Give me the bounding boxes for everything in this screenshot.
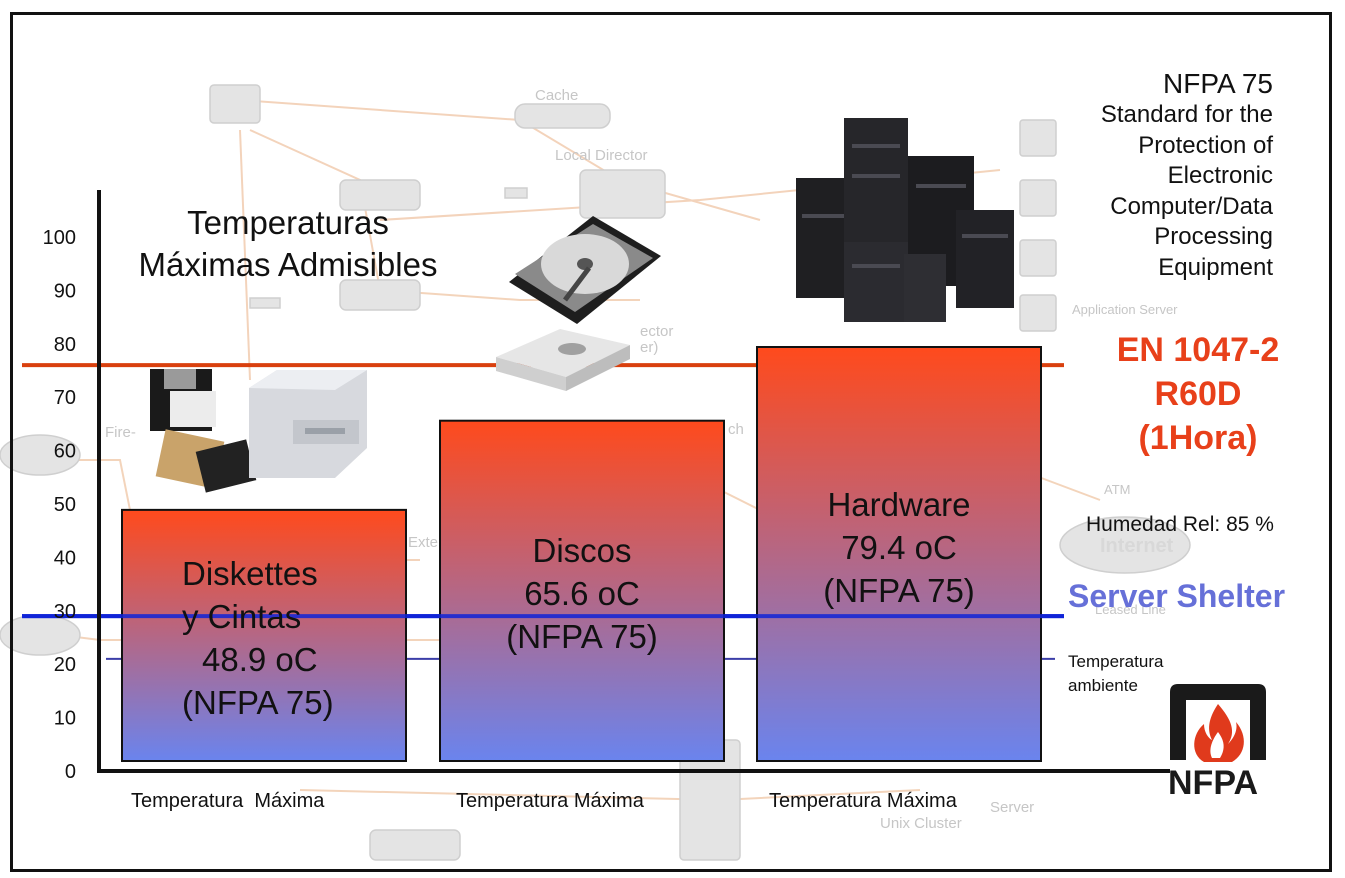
optical-drive-image <box>496 329 630 391</box>
y-tick-label: 50 <box>54 494 76 516</box>
hard-disk-image <box>509 216 661 324</box>
diagram-label-ch: ch <box>728 421 744 438</box>
en-label-line: R60D <box>1154 375 1242 413</box>
chart-title: Temperaturas Máximas Admisibles <box>118 202 458 286</box>
bar-label-line: Hardware <box>827 486 971 523</box>
y-tick-label: 40 <box>54 547 76 569</box>
nfpa-standard-text: NFPA 75 Standard for the Protection of E… <box>1101 68 1273 283</box>
chart-title-line-1: Temperaturas <box>187 204 389 241</box>
y-tick-label: 0 <box>65 761 76 783</box>
server-shelter-label: Server Shelter <box>1068 578 1286 614</box>
x-tick-label: Temperatura Máxima <box>131 790 325 812</box>
y-tick-label: 80 <box>54 334 76 356</box>
bar-label-line: (NFPA 75) <box>506 618 658 655</box>
ambient-label-line: ambiente <box>1068 676 1138 695</box>
nfpa-standard-heading: NFPA 75 <box>1163 68 1273 99</box>
bar-3 <box>756 346 1042 762</box>
tape-drive-image <box>249 370 367 478</box>
bar-2 <box>439 419 725 762</box>
bar-label-line: 48.9 oC <box>202 641 318 678</box>
en-label-line: EN 1047-2 <box>1116 331 1280 369</box>
y-tick-label: 20 <box>54 654 76 676</box>
nfpa-logo: NFPA <box>1168 684 1266 802</box>
bar-label-line: 79.4 oC <box>841 529 957 566</box>
bar-label-line: Discos <box>532 532 632 569</box>
bar-label-line: (NFPA 75) <box>823 572 975 609</box>
y-tick-label: 30 <box>54 601 76 623</box>
diagram-label-atm: ATM <box>1104 482 1130 497</box>
bar-label-line: 65.6 oC <box>524 575 640 612</box>
diagram-label-ext: Exte <box>408 534 438 551</box>
en-1047-label: EN 1047-2 R60D (1Hora) <box>1108 328 1288 460</box>
bar-label-line: y Cintas <box>182 598 302 635</box>
nfpa-standard-line: Electronic <box>1167 162 1273 189</box>
diagram-label-cache: Cache <box>535 87 578 104</box>
bar-label-hardware: Hardware 79.4 oC (NFPA 75) <box>757 483 1041 612</box>
chart-title-line-2: Máximas Admisibles <box>138 246 438 283</box>
slide-frame <box>10 12 1332 872</box>
diagram-label-local-director: Local Director <box>555 147 648 164</box>
diagram-label-director-partial2: er) <box>640 339 658 356</box>
servers-image <box>796 118 1014 322</box>
diagram-label-leased-line: Leased Line <box>1095 602 1166 617</box>
bar-label-line: (NFPA 75) <box>182 684 334 721</box>
nfpa-standard-line: Computer/Data <box>1110 192 1273 220</box>
diagram-label-internet: Internet <box>1100 535 1174 557</box>
diagram-label-unix-cluster: Unix Cluster <box>880 815 962 832</box>
nfpa-logo-text: NFPA <box>1168 764 1258 802</box>
bar-label-line: Diskettes <box>182 555 318 592</box>
diagram-label-server: Server <box>990 799 1034 816</box>
y-tick-label: 60 <box>54 441 76 463</box>
x-tick-label: Temperatura Máxima <box>456 790 644 812</box>
en-label-line: (1Hora) <box>1138 419 1258 457</box>
nfpa-standard-line: Protection of <box>1138 131 1273 159</box>
x-tick-label: Temperatura Máxima <box>769 790 957 812</box>
y-tick-label: 100 <box>43 227 76 249</box>
ambient-label-line: Temperatura <box>1068 652 1164 671</box>
diagram-label-application-server: Application Server <box>1072 302 1178 317</box>
ambient-temperature-label: Temperatura ambiente <box>1068 650 1188 698</box>
diskettes-image <box>150 369 257 493</box>
y-tick-label: 90 <box>54 280 76 302</box>
bar-1 <box>121 508 407 762</box>
y-tick-label: 10 <box>54 708 76 730</box>
bar-label-diskettes: Diskettes y Cintas 48.9 oC (NFPA 75) <box>182 552 402 724</box>
bar-label-discos: Discos 65.6 oC (NFPA 75) <box>440 529 724 658</box>
nfpa-standard-line: Standard for the <box>1100 101 1273 128</box>
diagram-label-fire: Fire- <box>105 424 136 441</box>
y-tick-label: 70 <box>54 387 76 409</box>
nfpa-standard-line: Equipment <box>1158 253 1273 281</box>
humidity-label: Humedad Rel: 85 % <box>1086 513 1274 536</box>
diagram-label-director-partial: ector <box>640 323 673 340</box>
nfpa-standard-line: Processing <box>1154 223 1273 250</box>
